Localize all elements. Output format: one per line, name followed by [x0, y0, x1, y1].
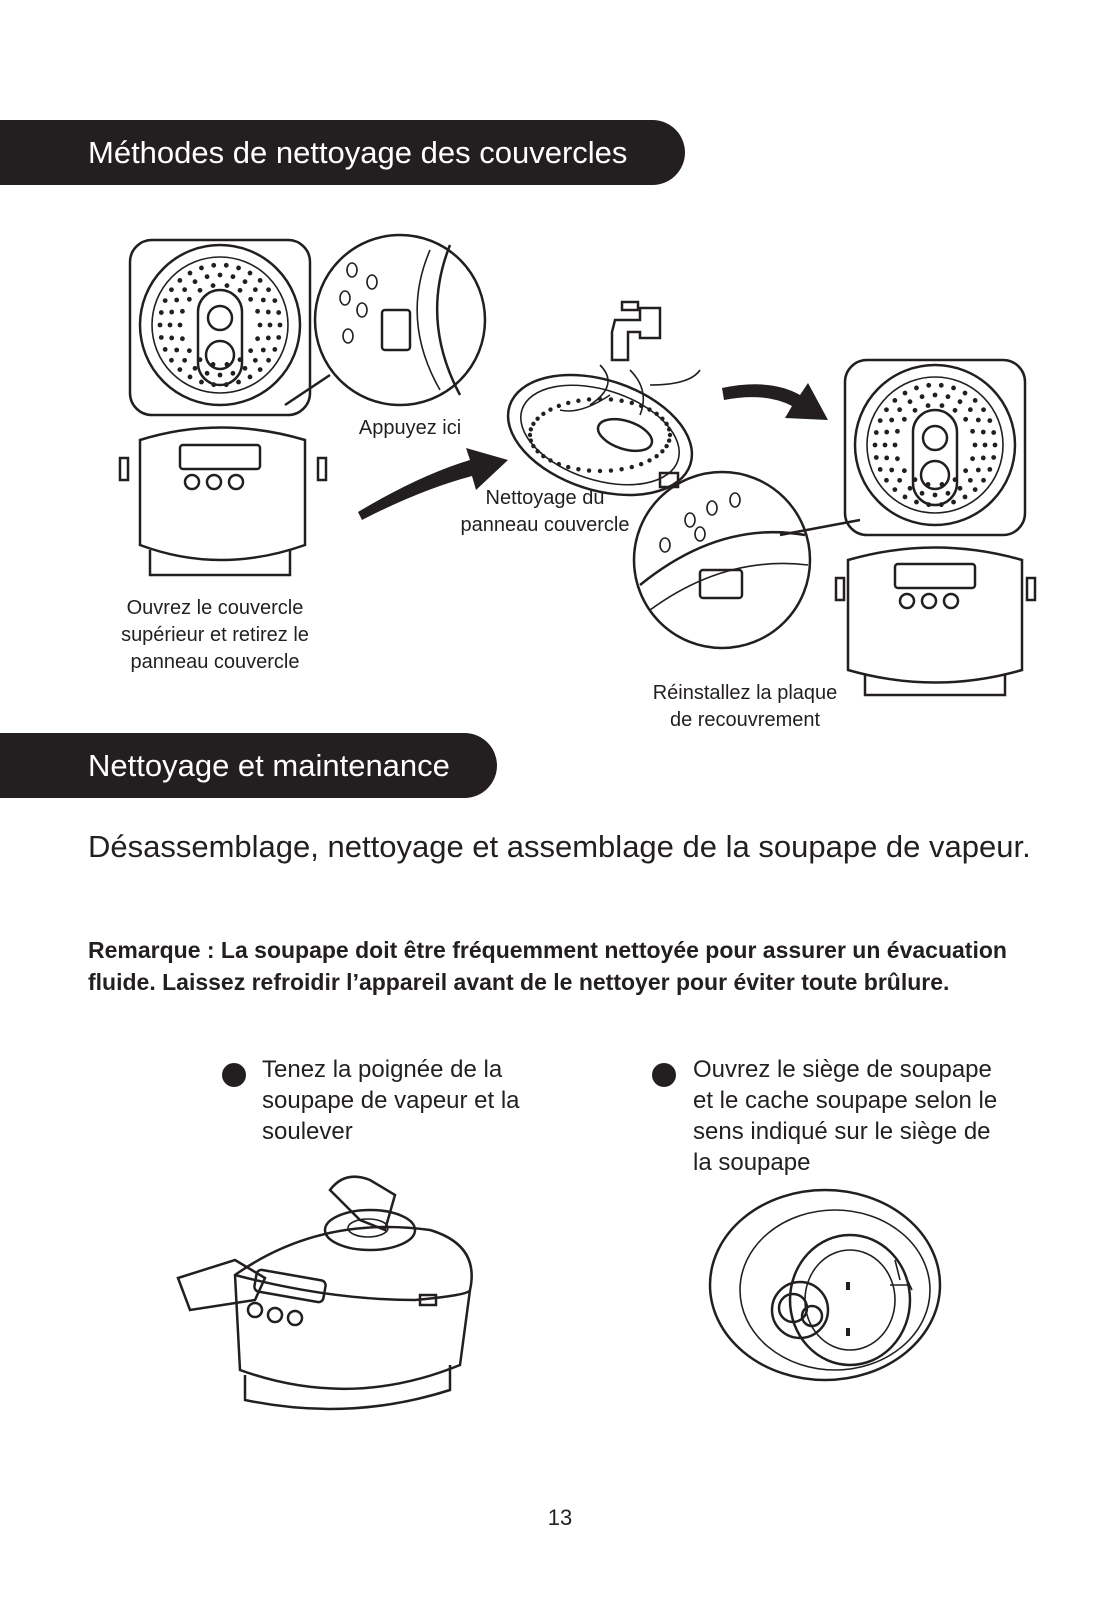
label-reinstall: Réinstallez la plaque de recouvrement [652, 682, 838, 731]
lid-cleaning-illustration [118, 233, 1037, 697]
section-title: Méthodes de nettoyage des couvercles [88, 134, 628, 170]
rice-cooker-closed-icon [176, 1175, 473, 1411]
page-number: 13 [547, 1505, 573, 1530]
arrow-right-icon [358, 448, 508, 520]
rice-cooker-open-icon [118, 238, 328, 577]
step-2-text: Ouvrez le siège de soupape et le cache s… [693, 1056, 998, 1176]
section-banner-maintenance: Nettoyage et maintenance [0, 733, 497, 798]
label-clean-panel: Nettoyage du panneau couvercle [460, 487, 630, 536]
section-title: Nettoyage et maintenance [88, 747, 450, 783]
rice-cooker-open-icon [834, 358, 1037, 697]
faucet-washing-icon [506, 300, 701, 497]
bullet-icon [222, 1063, 246, 1087]
latch-zoom-icon [632, 470, 861, 650]
warning-note: Remarque : La soupape doit être fréquemm… [88, 937, 1007, 995]
section-banner-lid-cleaning: Méthodes de nettoyage des couvercles [0, 120, 685, 185]
valve-cleaning-illustration [176, 1175, 942, 1411]
label-press-here: Appuyez ici [358, 417, 462, 439]
valve-seat-icon [708, 1188, 942, 1382]
step-1-text: Tenez la poignée de la soupape de vapeur… [262, 1056, 520, 1145]
label-open-lid: Ouvrez le couvercle supérieur et retirez… [121, 597, 309, 673]
arrow-right-icon [722, 383, 828, 420]
subsection-heading: Désassemblage, nettoyage et assemblage d… [88, 829, 1031, 864]
latch-zoom-icon [284, 233, 487, 407]
bullet-icon [652, 1063, 676, 1087]
